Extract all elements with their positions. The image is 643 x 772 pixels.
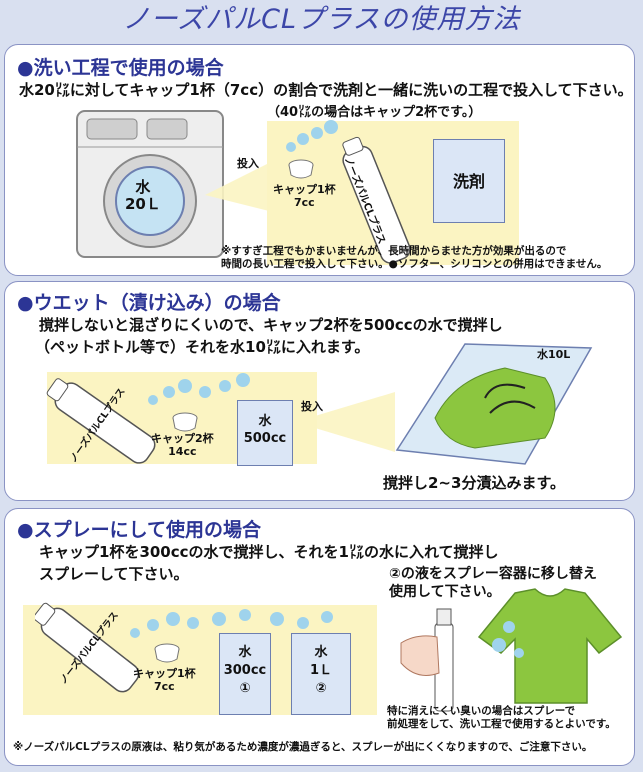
soaking-tub-icon [395,343,593,465]
insert-label: 投入 [301,400,323,413]
instruction-line: キャップ1杯を300ccの水で撹拌し、それを1㍑の水に入れて撹拌し [39,543,499,561]
section-heading: ●ウエット（漬け込み）の場合 [17,292,281,314]
bottle-icon [35,602,140,693]
section-heading: ●洗い工程で使用の場合 [17,57,224,79]
pour-beam [295,392,395,452]
section-heading: ●スプレーにして使用の場合 [17,519,262,541]
instruction-line: スプレーして下さい。 [39,565,189,583]
washing-machine-icon [76,110,224,258]
washer-water-label: 水 20Ｌ [125,178,161,213]
detergent-box: 洗剤 [433,139,505,223]
insert-label: 投入 [237,157,259,170]
cap-icon [172,412,198,432]
cap-label: キャップ1杯 7cc [273,183,336,209]
spray-note: ②の液をスプレー容器に移し替え 使用して下さい。 [389,566,597,600]
cap-icon [154,643,180,663]
water-1l-box: 水 1Ｌ ② [291,633,351,715]
water-300cc-box: 水 300cc ① [219,633,271,715]
section-soaking: ●ウエット（漬け込み）の場合 撹拌しないと混ざりにくいので、キャップ2杯を500… [4,281,635,501]
bottle-icon [46,378,156,464]
water-500cc-box: 水 500cc [237,400,293,466]
section-spraying: ●スプレーにして使用の場合 キャップ1杯を300ccの水で撹拌し、それを1㍑の水… [4,508,635,766]
instruction-line: 撹拌しないと混ざりにくいので、キャップ2杯を500ccの水で撹拌し [39,316,503,334]
bubbles-icon [148,373,250,405]
cap-label: キャップ2杯 14cc [151,432,214,458]
cap-label: キャップ1杯 7cc [133,667,196,693]
spray-bottle-icon [400,608,454,712]
page-title: ノーズパルCLプラスの使用方法 [122,4,521,35]
instruction-line: （ペットボトル等で）それを水10㍑に入れます。 [35,338,370,356]
tub-water-label: 水10L [537,348,571,361]
shirt-icon [477,588,623,704]
soak-note: 撹拌し2~3分漬込みます。 [383,474,565,492]
footnote: ※すすぎ工程でもかまいませんが、長時間からませた方が効果が出るので 時間の長い工… [221,245,608,270]
pour-beam [205,155,285,215]
instruction-line: 水20㍑に対してキャップ1杯（7cc）の割合で洗剤と一緒に洗いの工程で投入して下… [19,81,633,99]
bottle-icon [342,136,411,264]
bubbles-icon [286,120,338,152]
footnote: ※ノーズパルCLプラスの原液は、粘り気があるため濃度が濃過ぎると、スプレーが出に… [13,741,593,753]
section-washing: ●洗い工程で使用の場合 水20㍑に対してキャップ1杯（7cc）の割合で洗剤と一緒… [4,44,635,276]
odor-note: 特に消えにくい臭いの場合はスプレーで 前処理をして、洗い工程で使用するとよいです… [387,705,616,730]
instruction-line: （40㍑の場合はキャップ2杯です。） [267,105,482,120]
bubbles-icon [130,609,333,638]
cap-icon [288,159,314,179]
